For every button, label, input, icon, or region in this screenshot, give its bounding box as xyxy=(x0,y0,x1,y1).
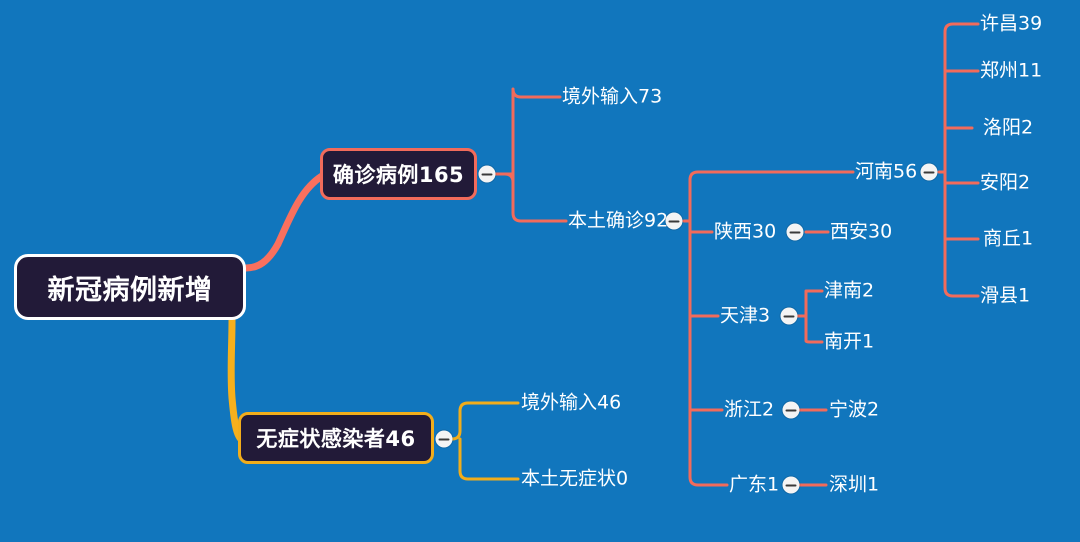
collapse-toggle-henan[interactable] xyxy=(920,163,938,181)
collapse-toggle-guangdong[interactable] xyxy=(782,476,800,494)
node-shenzhen[interactable]: 深圳1 xyxy=(829,473,880,496)
branch-node-confirmed[interactable]: 确诊病例165 xyxy=(320,148,477,200)
node-shaanxi-label: 陕西30 xyxy=(714,220,777,243)
connector-tianjin-jinnan xyxy=(796,289,824,318)
connector-tianjin-nankai xyxy=(804,314,824,344)
node-xuchang-label: 许昌39 xyxy=(980,12,1043,35)
branch-node-confirmed-label: 确诊病例165 xyxy=(332,163,465,187)
node-anyang[interactable]: 安阳2 xyxy=(980,171,1031,194)
collapse-toggle-asymptomatic[interactable] xyxy=(435,430,453,448)
minus-icon xyxy=(923,171,935,173)
minus-icon xyxy=(668,220,680,222)
node-tianjin[interactable]: 天津3 xyxy=(720,304,771,327)
node-imported-asymptomatic[interactable]: 境外输入46 xyxy=(521,391,622,414)
node-zhengzhou-label: 郑州11 xyxy=(980,59,1043,82)
node-nankai[interactable]: 南开1 xyxy=(824,330,875,353)
node-zhejiang-label: 浙江2 xyxy=(724,398,775,421)
minus-icon xyxy=(785,409,797,411)
node-local-confirmed[interactable]: 本土确诊92 xyxy=(568,209,669,232)
branch-node-asymptomatic[interactable]: 无症状感染者46 xyxy=(238,412,434,464)
node-shangqiu-label: 商丘1 xyxy=(983,227,1034,250)
node-imported-confirmed[interactable]: 境外输入73 xyxy=(562,85,663,108)
node-xian-label: 西安30 xyxy=(830,220,893,243)
node-jinnan[interactable]: 津南2 xyxy=(824,279,875,302)
node-jinnan-label: 津南2 xyxy=(824,279,875,302)
connector-henan-trunk xyxy=(943,22,980,298)
node-shenzhen-label: 深圳1 xyxy=(829,473,880,496)
node-huaxian-label: 滑县1 xyxy=(980,284,1031,307)
node-local-asymptomatic[interactable]: 本土无症状0 xyxy=(521,467,629,490)
node-henan[interactable]: 河南56 xyxy=(855,160,918,183)
connector-local-trunk xyxy=(688,170,855,487)
node-ningbo-label: 宁波2 xyxy=(829,398,880,421)
node-zhengzhou[interactable]: 郑州11 xyxy=(980,59,1043,82)
branch-node-asymptomatic-label: 无症状感染者46 xyxy=(256,427,416,451)
node-tianjin-label: 天津3 xyxy=(720,304,771,327)
node-huaxian[interactable]: 滑县1 xyxy=(980,284,1031,307)
collapse-toggle-zhejiang[interactable] xyxy=(782,401,800,419)
collapse-toggle-confirmed[interactable] xyxy=(478,165,496,183)
collapse-toggle-tianjin[interactable] xyxy=(780,307,798,325)
node-zhejiang[interactable]: 浙江2 xyxy=(724,398,775,421)
connector-asymptomatic-bottom xyxy=(458,437,520,481)
node-xuchang[interactable]: 许昌39 xyxy=(980,12,1043,35)
connector-asymptomatic-top xyxy=(439,401,520,441)
node-shaanxi[interactable]: 陕西30 xyxy=(714,220,777,243)
root-node[interactable]: 新冠病例新增 xyxy=(14,254,246,320)
node-imported-confirmed-label: 境外输入73 xyxy=(562,85,663,108)
node-xian[interactable]: 西安30 xyxy=(830,220,893,243)
connector-root-confirmed xyxy=(242,172,326,272)
node-luoyang[interactable]: 洛阳2 xyxy=(983,116,1034,139)
node-henan-label: 河南56 xyxy=(855,160,918,183)
node-nankai-label: 南开1 xyxy=(824,330,875,353)
connector-confirmed-bracket-top xyxy=(482,87,562,184)
minus-icon xyxy=(789,231,801,233)
minus-icon xyxy=(481,173,493,175)
minus-icon xyxy=(785,484,797,486)
node-anyang-label: 安阳2 xyxy=(980,171,1031,194)
collapse-toggle-local-confirmed[interactable] xyxy=(665,212,683,230)
node-imported-asymptomatic-label: 境外输入46 xyxy=(521,391,622,414)
node-luoyang-label: 洛阳2 xyxy=(983,116,1034,139)
connector-confirmed-bracket-bottom xyxy=(511,172,568,223)
node-guangdong-label: 广东1 xyxy=(729,473,780,496)
minus-icon xyxy=(438,438,450,440)
collapse-toggle-shaanxi[interactable] xyxy=(786,223,804,241)
node-guangdong[interactable]: 广东1 xyxy=(729,473,780,496)
node-local-asymptomatic-label: 本土无症状0 xyxy=(521,467,629,490)
node-local-confirmed-label: 本土确诊92 xyxy=(568,209,669,232)
node-ningbo[interactable]: 宁波2 xyxy=(829,398,880,421)
root-node-label: 新冠病例新增 xyxy=(47,274,213,306)
minus-icon xyxy=(783,315,795,317)
node-shangqiu[interactable]: 商丘1 xyxy=(983,227,1034,250)
